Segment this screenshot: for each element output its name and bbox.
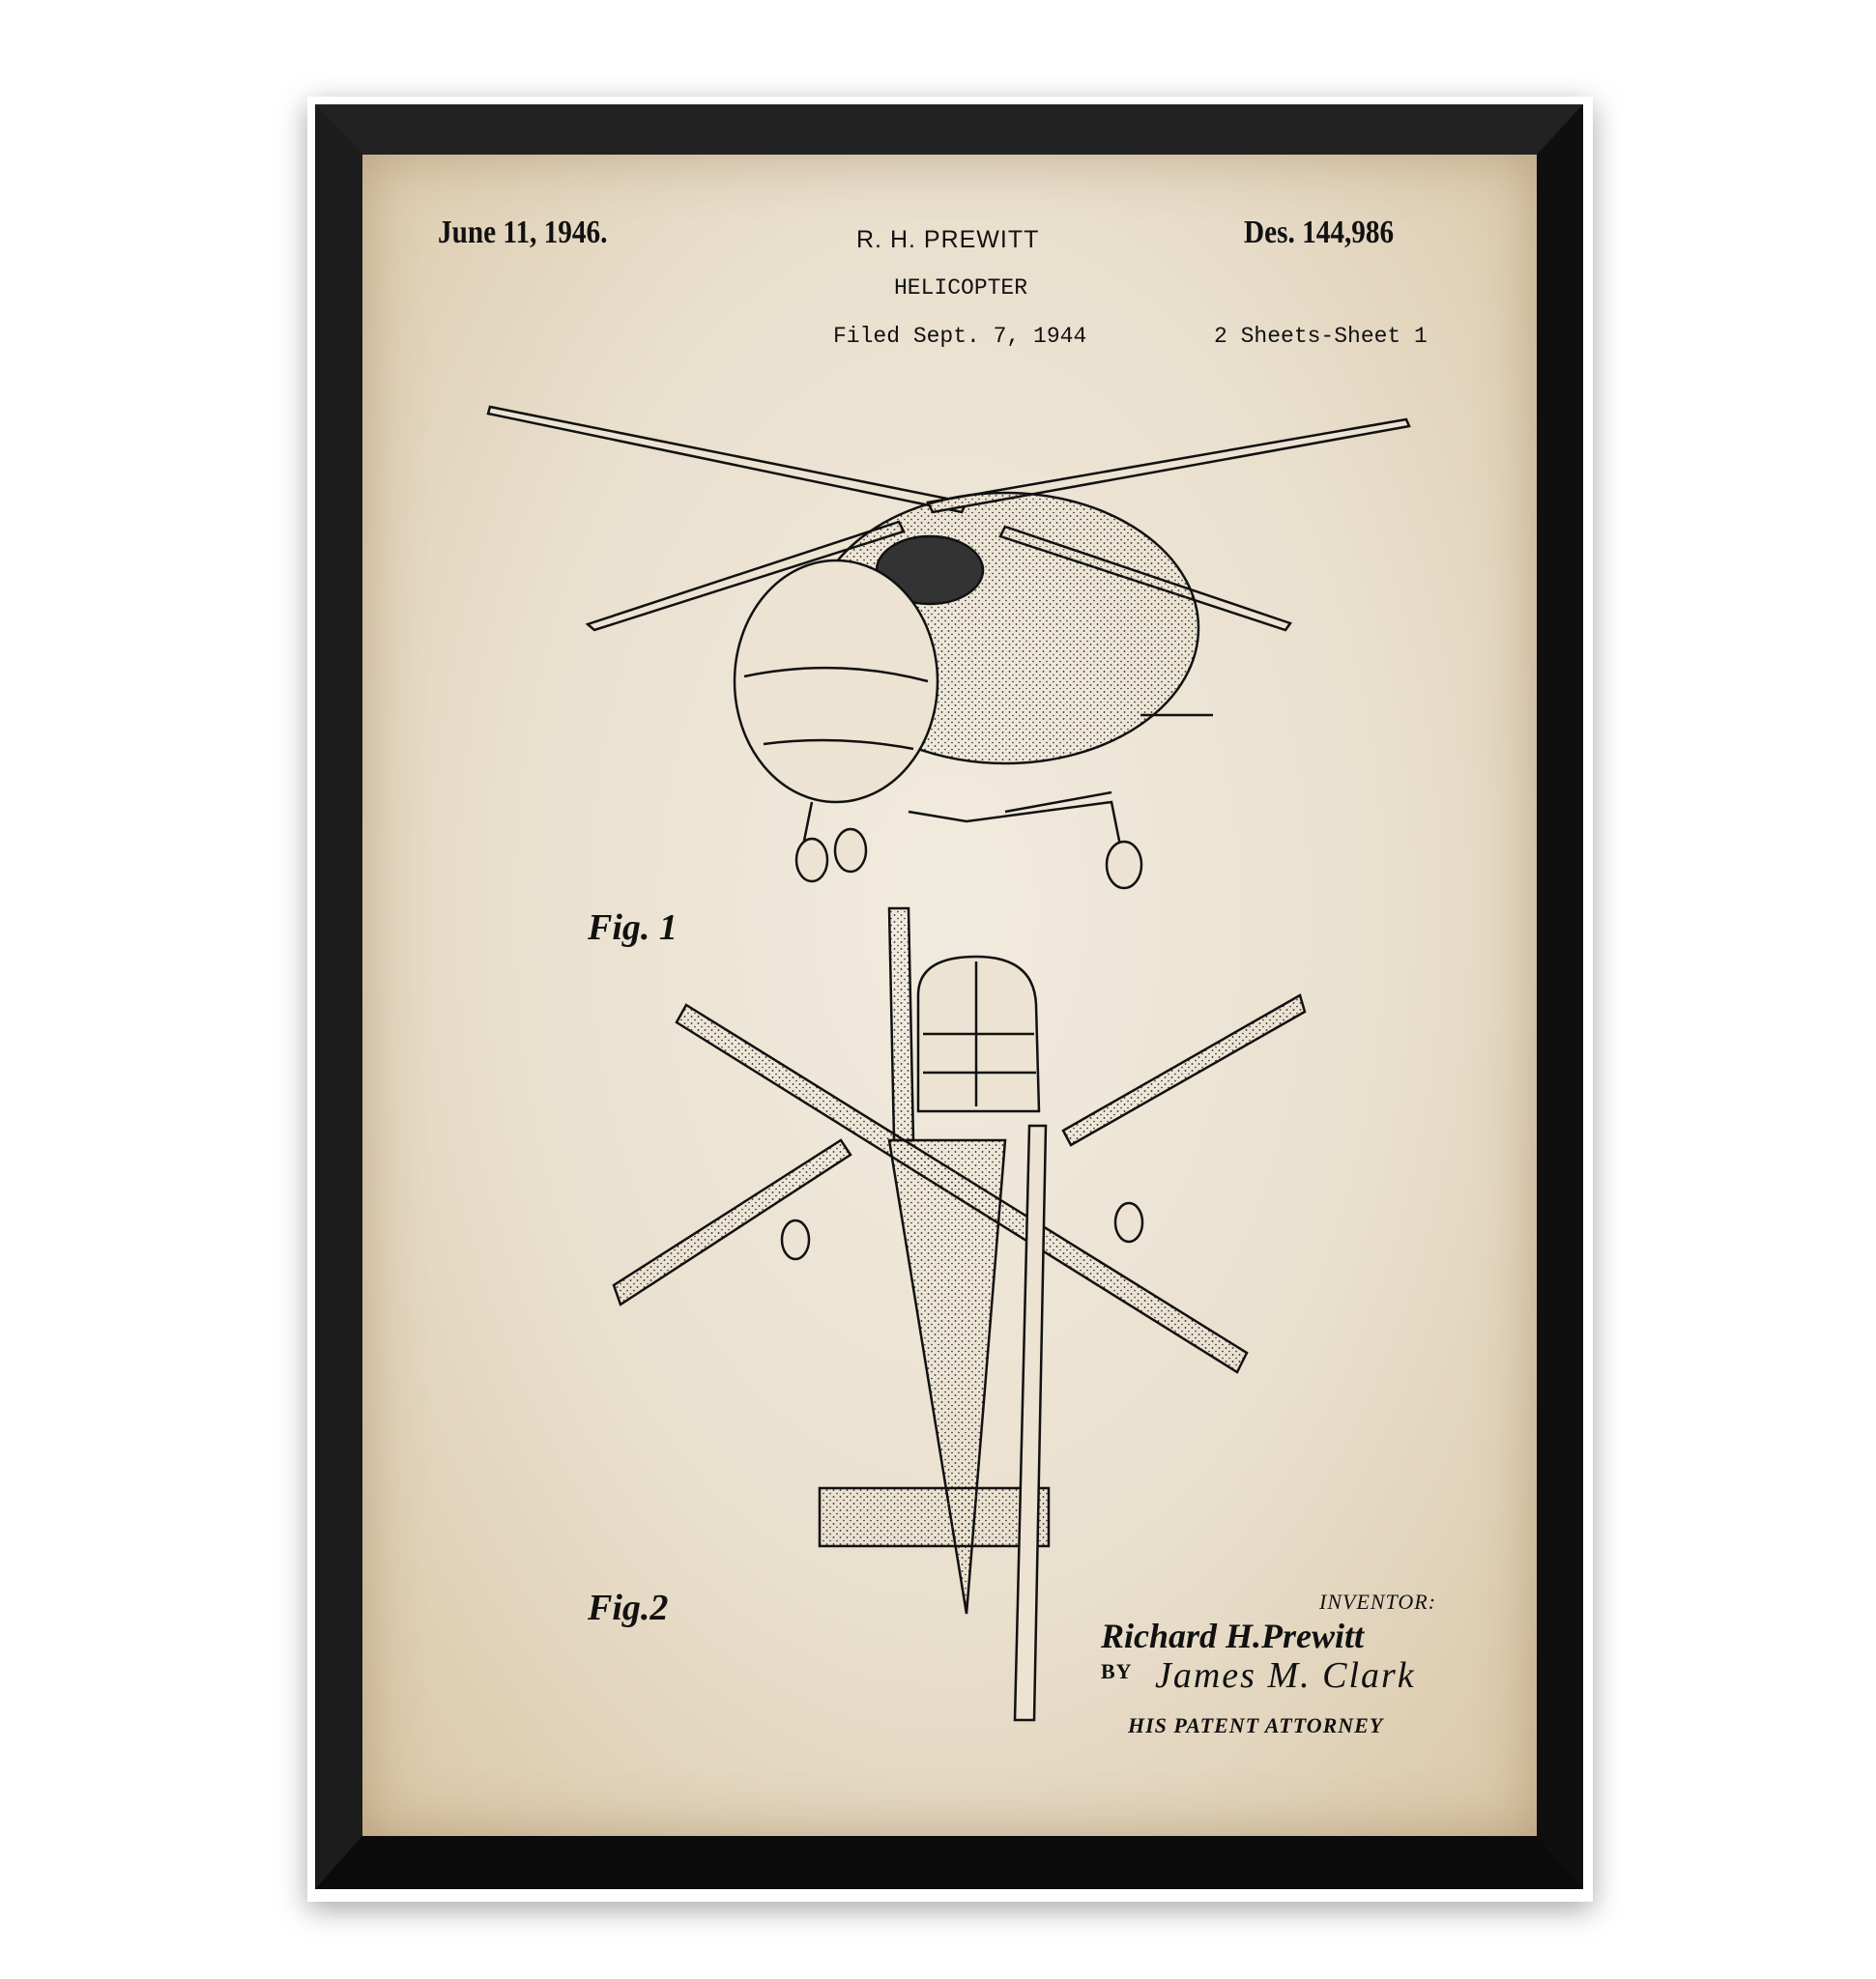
fig2-helicopter-top-view bbox=[612, 906, 1307, 1722]
sheet-count: 2 Sheets-Sheet 1 bbox=[1214, 324, 1428, 349]
fig1-helicopter-front-view bbox=[486, 405, 1411, 890]
by-label: BY bbox=[1101, 1659, 1133, 1683]
inventor-label: INVENTOR: bbox=[1319, 1590, 1437, 1614]
fig2-label: Fig.2 bbox=[588, 1588, 669, 1628]
fig1-label: Fig. 1 bbox=[588, 907, 678, 948]
attorney-signature-text: James M. Clark bbox=[1155, 1655, 1416, 1696]
frame-bevel bbox=[315, 104, 1583, 1889]
patent-title: HELICOPTER bbox=[894, 275, 1028, 301]
filed-date: Filed Sept. 7, 1944 bbox=[833, 324, 1087, 349]
inventor-name: Richard H.Prewitt bbox=[1101, 1617, 1365, 1655]
patent-number: Des. 144,986 bbox=[1244, 215, 1395, 250]
patent-date: June 11, 1946. bbox=[438, 215, 608, 250]
inventor-short-name: R. H. PREWITT bbox=[856, 226, 1040, 253]
attorney-label: HIS PATENT ATTORNEY bbox=[1128, 1713, 1384, 1737]
